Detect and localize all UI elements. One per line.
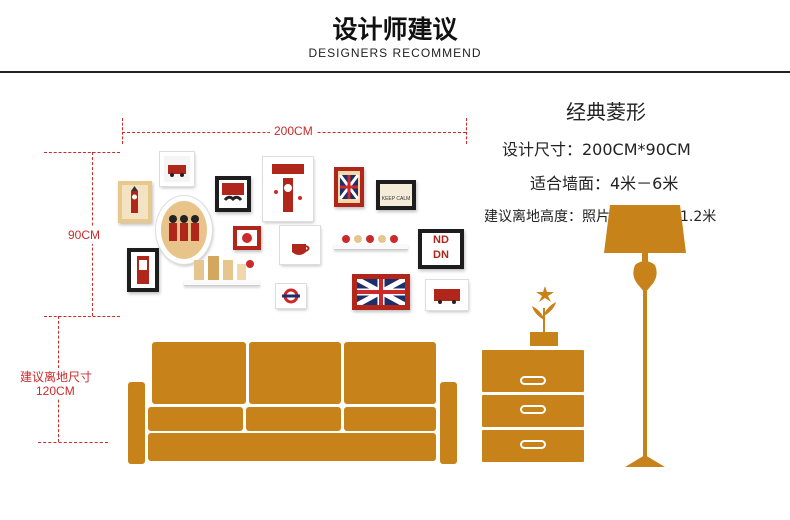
- sofa-arm-right: [440, 382, 457, 464]
- sofa-back-cushion-left: [152, 342, 246, 404]
- floor-dimension-bottom-line: [38, 442, 108, 443]
- photo-frame-cup: [280, 226, 320, 264]
- drawer-handle: [520, 440, 546, 449]
- photo-frame-flag-large: [352, 274, 410, 310]
- photo-frame-underground: [276, 284, 306, 308]
- photo-frame-bus: [160, 152, 194, 186]
- ndn-bottom-text: DN: [433, 249, 449, 261]
- plant-decor: [530, 286, 558, 346]
- cabinet-drawer-top: [482, 350, 584, 392]
- sofa-back-cushion-middle: [249, 342, 341, 404]
- photo-frame-flag-small: [334, 167, 364, 207]
- jars-decor: [194, 256, 254, 280]
- sofa-base: [148, 433, 436, 461]
- photo-frame-small-red: [233, 226, 261, 250]
- photo-frame-bigben: [263, 157, 313, 221]
- layout-style-title: 经典菱形: [566, 100, 646, 124]
- wall-shelf-left: [184, 280, 260, 286]
- height-dimension-label: 90CM: [68, 226, 101, 244]
- width-dimension-label: 200CM: [270, 124, 317, 138]
- photo-frame-bigben-small: [118, 181, 152, 223]
- height-dimension-bottom-line: [44, 316, 120, 317]
- sofa-arm-left: [128, 382, 145, 464]
- cabinet-drawer-middle: [482, 395, 584, 427]
- sofa-seat-middle: [246, 407, 341, 431]
- photo-frame-oval-guards: [156, 196, 212, 264]
- floor-dimension-value: 120CM: [36, 384, 75, 398]
- photo-frame-bus-right: [426, 280, 468, 310]
- width-dimension-tick-right: [466, 118, 467, 144]
- sofa-back-cushion-right: [344, 342, 436, 404]
- sofa-seat-left: [148, 407, 243, 431]
- drawer-handle: [520, 376, 546, 385]
- keep-calm-text: KEEP CALM: [381, 196, 411, 202]
- suitable-wall-text: 适合墙面：4米－6米: [530, 174, 679, 193]
- header-divider: [0, 71, 790, 73]
- page-title: 设计师建议: [332, 15, 458, 44]
- width-dimension-tick-left: [122, 118, 123, 144]
- floor-lamp-illustration: [604, 205, 686, 467]
- photo-frame-mustache: [215, 176, 251, 212]
- design-size-text: 设计尺寸：200CM*90CM: [502, 140, 691, 159]
- floor-dimension-label: 建议离地尺寸: [20, 368, 93, 385]
- photo-frame-phone-booth: [127, 248, 159, 292]
- drawer-handle: [520, 405, 546, 414]
- photo-frame-keep-calm: KEEP CALM: [376, 180, 416, 210]
- ndn-top-text: ND: [433, 234, 449, 246]
- sofa-seat-right: [344, 407, 436, 431]
- wall-shelf-right: [334, 244, 408, 250]
- page-subtitle: DESIGNERS RECOMMEND: [308, 46, 482, 60]
- cabinet-drawer-bottom: [482, 430, 584, 462]
- photo-frame-ndn: ND DN: [418, 229, 464, 269]
- height-dimension-top-line: [44, 152, 120, 153]
- cups-decor: [342, 235, 398, 243]
